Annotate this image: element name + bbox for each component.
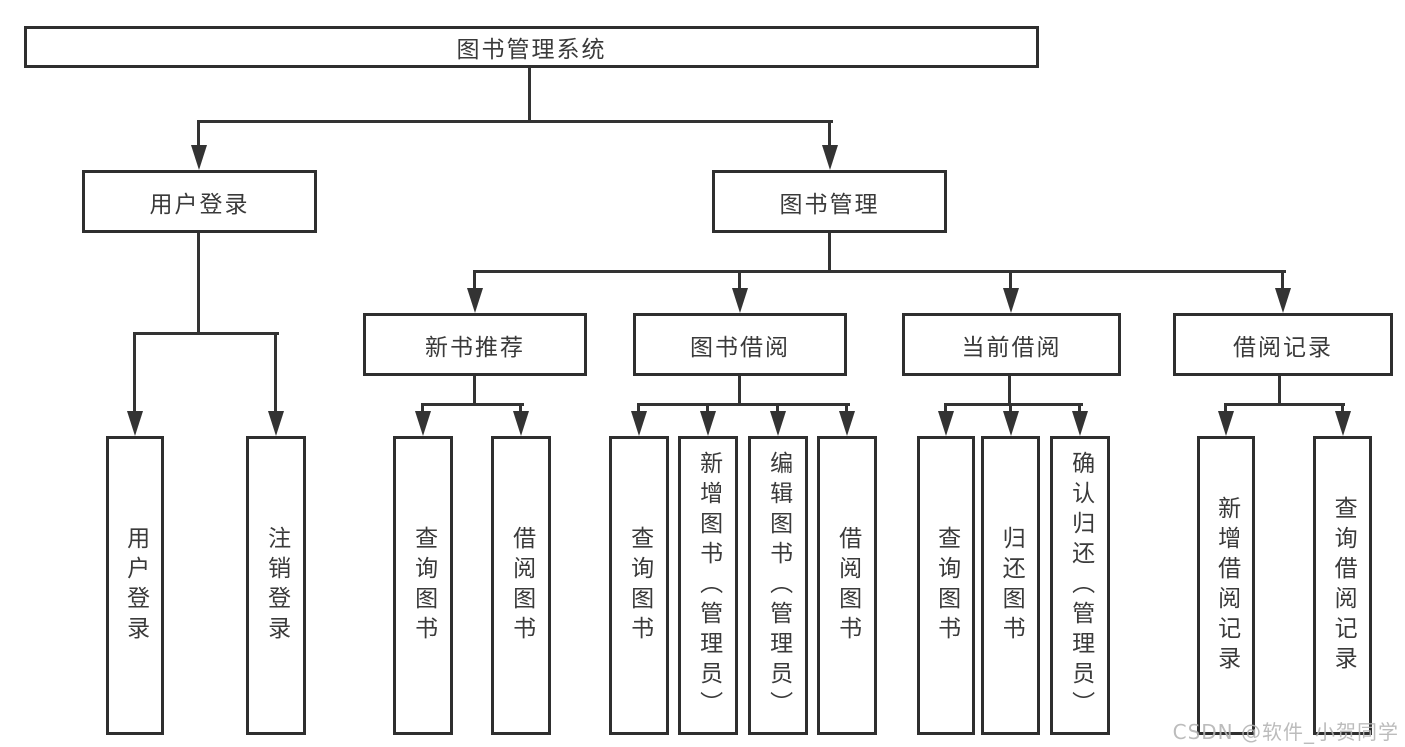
connector-user-login-stem xyxy=(197,233,200,333)
connector-drop-leaf xyxy=(845,403,848,412)
node-book-management: 图书管理 xyxy=(712,170,947,233)
arrowhead-down-icon xyxy=(1335,411,1351,436)
connector-drop-leaf xyxy=(1224,403,1227,412)
connector-new-book-bar xyxy=(421,403,524,406)
connector-drop-leaf xyxy=(1078,403,1081,412)
connector-drop-leaf xyxy=(421,403,424,412)
node-book-borrow-label: 图书借阅 xyxy=(690,334,790,361)
connector-user-login-bar xyxy=(133,332,279,335)
arrowhead-down-icon xyxy=(1003,288,1019,313)
node-root: 图书管理系统 xyxy=(24,26,1039,68)
connector-borrow-records-stem xyxy=(1278,376,1281,406)
connector-drop-leaf xyxy=(1341,403,1344,412)
leaf-borrow-book: 借阅图书 xyxy=(817,436,877,735)
connector-level1-bar xyxy=(197,120,833,123)
connector-new-book-stem xyxy=(473,376,476,406)
leaf-confirm-return-admin-label: 确认归还（管理员） xyxy=(1067,450,1094,721)
connector-borrow-records-bar xyxy=(1224,403,1345,406)
arrowhead-down-icon xyxy=(127,411,143,436)
connector-drop-book-management xyxy=(828,120,831,146)
connector-drop-leaf xyxy=(519,403,522,412)
connector-drop-leaf xyxy=(944,403,947,412)
node-borrow-records: 借阅记录 xyxy=(1173,313,1393,376)
node-new-book-recommend-label: 新书推荐 xyxy=(425,334,525,361)
arrowhead-down-icon xyxy=(1003,411,1019,436)
leaf-query-book-borrow-label: 查询图书 xyxy=(626,525,653,646)
arrowhead-down-icon xyxy=(513,411,529,436)
csdn-watermark: CSDN @软件_小贺同学 xyxy=(1172,720,1399,744)
node-user-login-label: 用户登录 xyxy=(149,191,250,218)
node-book-management-label: 图书管理 xyxy=(779,191,880,218)
arrowhead-down-icon xyxy=(732,288,748,313)
arrowhead-down-icon xyxy=(191,145,207,170)
leaf-borrow-book-label: 借阅图书 xyxy=(834,525,861,646)
arrowhead-down-icon xyxy=(415,411,431,436)
node-root-label: 图书管理系统 xyxy=(456,37,607,63)
arrowhead-down-icon xyxy=(467,288,483,313)
leaf-query-book-current-label: 查询图书 xyxy=(933,525,960,646)
leaf-add-borrow-record-label: 新增借阅记录 xyxy=(1213,495,1240,676)
leaf-confirm-return-admin: 确认归还（管理员） xyxy=(1050,436,1110,735)
connector-current-borrow-stem xyxy=(1008,376,1011,406)
arrowhead-down-icon xyxy=(1072,411,1088,436)
connector-book-borrow-bar xyxy=(637,403,850,406)
connector-book-management-stem xyxy=(828,233,831,272)
leaf-borrow-book-recommend: 借阅图书 xyxy=(491,436,551,735)
leaf-add-book-admin-label: 新增图书（管理员） xyxy=(695,450,722,721)
leaf-query-book-borrow: 查询图书 xyxy=(609,436,669,735)
leaf-query-borrow-record: 查询借阅记录 xyxy=(1313,436,1372,735)
leaf-edit-book-admin: 编辑图书（管理员） xyxy=(748,436,808,735)
arrowhead-down-icon xyxy=(938,411,954,436)
connector-drop-level3 xyxy=(1281,270,1284,289)
arrowhead-down-icon xyxy=(700,411,716,436)
connector-drop-leaf xyxy=(776,403,779,412)
arrowhead-down-icon xyxy=(268,411,284,436)
arrowhead-down-icon xyxy=(770,411,786,436)
connector-drop-leaf xyxy=(133,332,136,412)
node-borrow-records-label: 借阅记录 xyxy=(1233,334,1333,361)
connector-book-borrow-stem xyxy=(738,376,741,406)
arrowhead-down-icon xyxy=(839,411,855,436)
leaf-add-borrow-record: 新增借阅记录 xyxy=(1197,436,1255,735)
leaf-user-login: 用户登录 xyxy=(106,436,164,735)
leaf-borrow-book-recommend-label: 借阅图书 xyxy=(508,525,535,646)
node-book-borrow: 图书借阅 xyxy=(633,313,847,376)
leaf-return-book: 归还图书 xyxy=(981,436,1040,735)
connector-level2-bar xyxy=(473,270,1286,273)
leaf-edit-book-admin-label: 编辑图书（管理员） xyxy=(765,450,792,721)
arrowhead-down-icon xyxy=(1218,411,1234,436)
connector-drop-leaf xyxy=(1009,403,1012,412)
leaf-query-book-recommend-label: 查询图书 xyxy=(410,525,437,646)
connector-current-borrow-bar xyxy=(944,403,1083,406)
node-current-borrow-label: 当前借阅 xyxy=(961,334,1062,361)
leaf-add-book-admin: 新增图书（管理员） xyxy=(678,436,738,735)
node-current-borrow: 当前借阅 xyxy=(902,313,1121,376)
connector-root-stem xyxy=(528,68,531,121)
leaf-return-book-label: 归还图书 xyxy=(998,525,1025,646)
arrowhead-down-icon xyxy=(822,145,838,170)
node-user-login: 用户登录 xyxy=(82,170,317,233)
connector-drop-user-login xyxy=(197,120,200,146)
leaf-logout: 注销登录 xyxy=(246,436,306,735)
connector-drop-leaf xyxy=(274,332,277,412)
connector-drop-level3 xyxy=(473,270,476,289)
leaf-query-book-current: 查询图书 xyxy=(917,436,975,735)
node-new-book-recommend: 新书推荐 xyxy=(363,313,587,376)
leaf-user-login-label: 用户登录 xyxy=(122,525,149,646)
leaf-logout-label: 注销登录 xyxy=(263,525,290,646)
leaf-query-borrow-record-label: 查询借阅记录 xyxy=(1330,495,1357,676)
connector-drop-level3 xyxy=(1009,270,1012,289)
connector-drop-leaf xyxy=(706,403,709,412)
connector-drop-level3 xyxy=(738,270,741,289)
connector-drop-leaf xyxy=(637,403,640,412)
arrowhead-down-icon xyxy=(1275,288,1291,313)
arrowhead-down-icon xyxy=(631,411,647,436)
leaf-query-book-recommend: 查询图书 xyxy=(393,436,453,735)
